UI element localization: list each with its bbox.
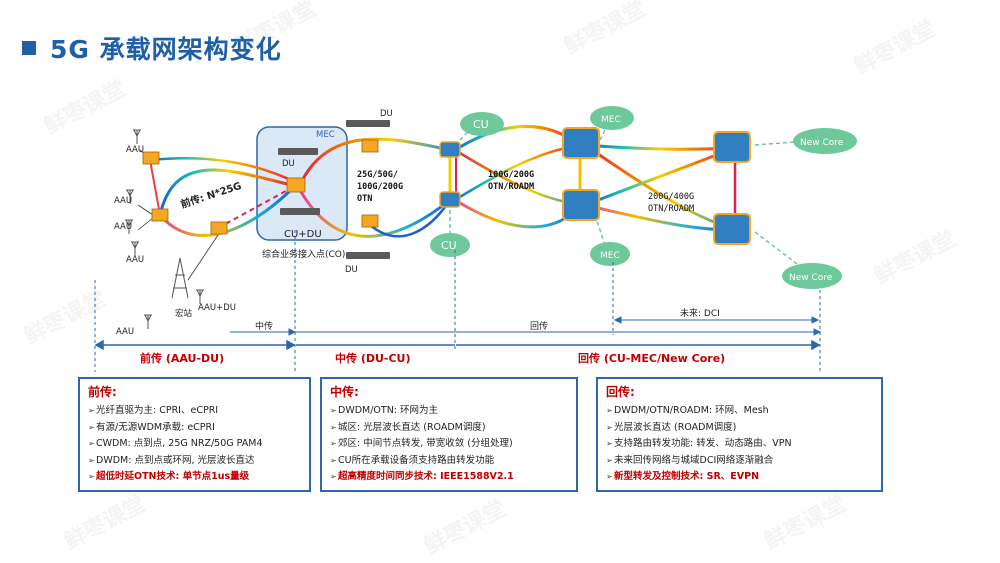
aau-label: AAU xyxy=(126,145,144,155)
new-core-label: New Core xyxy=(789,273,833,283)
section-front-label: 前传 (AAU-DU) xyxy=(140,351,224,365)
router-icon xyxy=(439,141,461,208)
box-item: ➢城区: 光层波长直达 (ROADM调度) xyxy=(330,420,568,437)
arrow-bullet-icon: ➢ xyxy=(330,406,337,415)
switch-icon xyxy=(142,139,379,235)
box-item: ➢CU所在承载设备须支持路由转发功能 xyxy=(330,453,568,470)
page-title: 5G 承载网架构变化 xyxy=(50,35,282,64)
arrow-bullet-icon: ➢ xyxy=(606,472,613,481)
aau-link xyxy=(137,217,154,231)
du-label: DU xyxy=(282,159,295,169)
mec-cloud-label: MEC xyxy=(601,115,621,125)
cloud-icon xyxy=(430,106,857,289)
fronthaul-dashed-link xyxy=(217,185,296,229)
midhaul-link xyxy=(369,199,452,238)
backhaul-link xyxy=(454,198,582,229)
box-item: ➢DWDM/OTN: 环网为主 xyxy=(330,403,568,420)
fronthaul-info-box: 前传: ➢光纤直驱为主: CPRI、eCPRI ➢有源/无源WDM承载: eCP… xyxy=(78,377,311,492)
box-item: ➢郊区: 中间节点转发, 带宽收敛 (分组处理) xyxy=(330,436,568,453)
core-dashed-link xyxy=(754,139,821,146)
core-dashed-link xyxy=(754,231,806,271)
midhaul-info-box: 中传: ➢DWDM/OTN: 环网为主 ➢城区: 光层波长直达 (ROADM调度… xyxy=(320,377,578,492)
section-mid-label: 中传 (DU-CU) xyxy=(335,351,411,365)
arrow-bullet-icon: ➢ xyxy=(88,455,95,465)
midhaul-rate-label: 25G/50G/ xyxy=(357,170,398,180)
box-item: ➢未来回传网络与城域DCI网络逐渐融合 xyxy=(606,453,873,470)
fronthaul-link xyxy=(158,168,296,216)
box-item: ➢有源/无源WDM承载: eCPRI xyxy=(88,420,301,437)
aau-link xyxy=(137,204,154,216)
box-highlight: ➢超低时延OTN技术: 单节点1us量级 xyxy=(88,469,301,486)
backhaul-rate-label: OTN/ROADM xyxy=(488,182,534,192)
aau-label: AAU xyxy=(114,222,132,232)
cu-du-label: CU+DU xyxy=(284,229,322,240)
arrow-bullet-icon: ➢ xyxy=(606,455,613,465)
arrow-bullet-icon: ➢ xyxy=(606,406,613,415)
arrow-bullet-icon: ➢ xyxy=(88,422,95,432)
section-back-label: 回传 (CU-MEC/New Core) xyxy=(578,351,725,365)
box-highlight: ➢新型转发及控制技术: SR、EVPN xyxy=(606,469,873,486)
box-highlight: ➢超高精度时间同步技术: IEEE1588V2.1 xyxy=(330,469,568,486)
mec-dashed-link xyxy=(594,214,606,246)
arrow-bullet-icon: ➢ xyxy=(88,406,95,415)
title-bullet-icon xyxy=(22,41,36,55)
cu-cloud-label: CU xyxy=(473,118,489,131)
fronthaul-link xyxy=(149,156,296,184)
server-icon xyxy=(278,120,390,259)
box-title: 回传: xyxy=(606,385,635,399)
arrow-bullet-icon: ➢ xyxy=(330,439,337,448)
new-core-label: New Core xyxy=(800,138,844,148)
fronthaul-rate-label: 前传: N*25G xyxy=(179,179,243,211)
box-item: ➢支持路由转发功能: 转发、动态路由、VPN xyxy=(606,436,873,453)
du-label: DU xyxy=(380,109,393,119)
arrow-bullet-icon: ➢ xyxy=(606,422,613,432)
aau-label: AAU xyxy=(126,255,144,265)
du-label: DU xyxy=(345,265,358,275)
page-header: 5G 承载网架构变化 xyxy=(22,30,282,66)
midhaul-link xyxy=(298,137,451,186)
aau-link xyxy=(187,234,219,281)
arrow-bullet-icon: ➢ xyxy=(330,455,337,465)
fronthaul-link xyxy=(149,159,161,216)
midhaul-span-label: 中传 xyxy=(255,320,273,332)
backhaul-rate-label: 100G/200G xyxy=(488,170,534,180)
box-item: ➢光层波长直达 (ROADM调度) xyxy=(606,420,873,437)
arrow-bullet-icon: ➢ xyxy=(330,472,337,481)
antenna-icon xyxy=(125,129,204,329)
box-title: 前传: xyxy=(88,385,117,399)
aau-label: AAU xyxy=(116,327,134,337)
mec-cloud-label: MEC xyxy=(600,251,620,261)
aau-du-label: AAU+DU xyxy=(198,303,236,313)
span-arrow xyxy=(230,316,822,336)
core-link xyxy=(584,143,736,151)
mec-dashed-link xyxy=(599,119,611,141)
midhaul-rate-label: OTN xyxy=(357,194,372,204)
box-title: 中传: xyxy=(330,385,359,399)
arrow-bullet-icon: ➢ xyxy=(88,472,95,481)
midhaul-rate-label: 100G/200G xyxy=(357,182,403,192)
arrow-bullet-icon: ➢ xyxy=(606,439,613,448)
aau-label: AAU xyxy=(114,196,132,206)
section-arrow xyxy=(94,339,821,351)
cu-cloud-label: CU xyxy=(441,239,457,252)
box-item: ➢光纤直驱为主: CPRI、eCPRI xyxy=(88,403,301,420)
mec-label: MEC xyxy=(316,130,335,140)
macro-site-label: 宏站 xyxy=(175,308,193,319)
box-item: ➢DWDM/OTN/ROADM: 环网、Mesh xyxy=(606,403,873,420)
box-item: ➢CWDM: 点到点, 25G NRZ/50G PAM4 xyxy=(88,436,301,453)
arrow-bullet-icon: ➢ xyxy=(88,439,95,448)
arrow-bullet-icon: ➢ xyxy=(330,422,337,432)
backhaul-info-box: 回传: ➢DWDM/OTN/ROADM: 环网、Mesh ➢光层波长直达 (RO… xyxy=(596,377,883,492)
backhaul-span-label: 回传 xyxy=(530,320,548,332)
router-icon xyxy=(562,127,751,245)
core-rate-label: OTN/ROADM xyxy=(648,204,694,214)
section-divider xyxy=(94,230,821,372)
co-label: 综合业务接入点(CO) xyxy=(262,248,345,260)
dci-span-label: 未来: DCI xyxy=(680,307,720,319)
core-rate-label: 200G/400G xyxy=(648,192,694,202)
box-item: ➢DWDM: 点到点或环网, 光层波长直达 xyxy=(88,453,301,470)
